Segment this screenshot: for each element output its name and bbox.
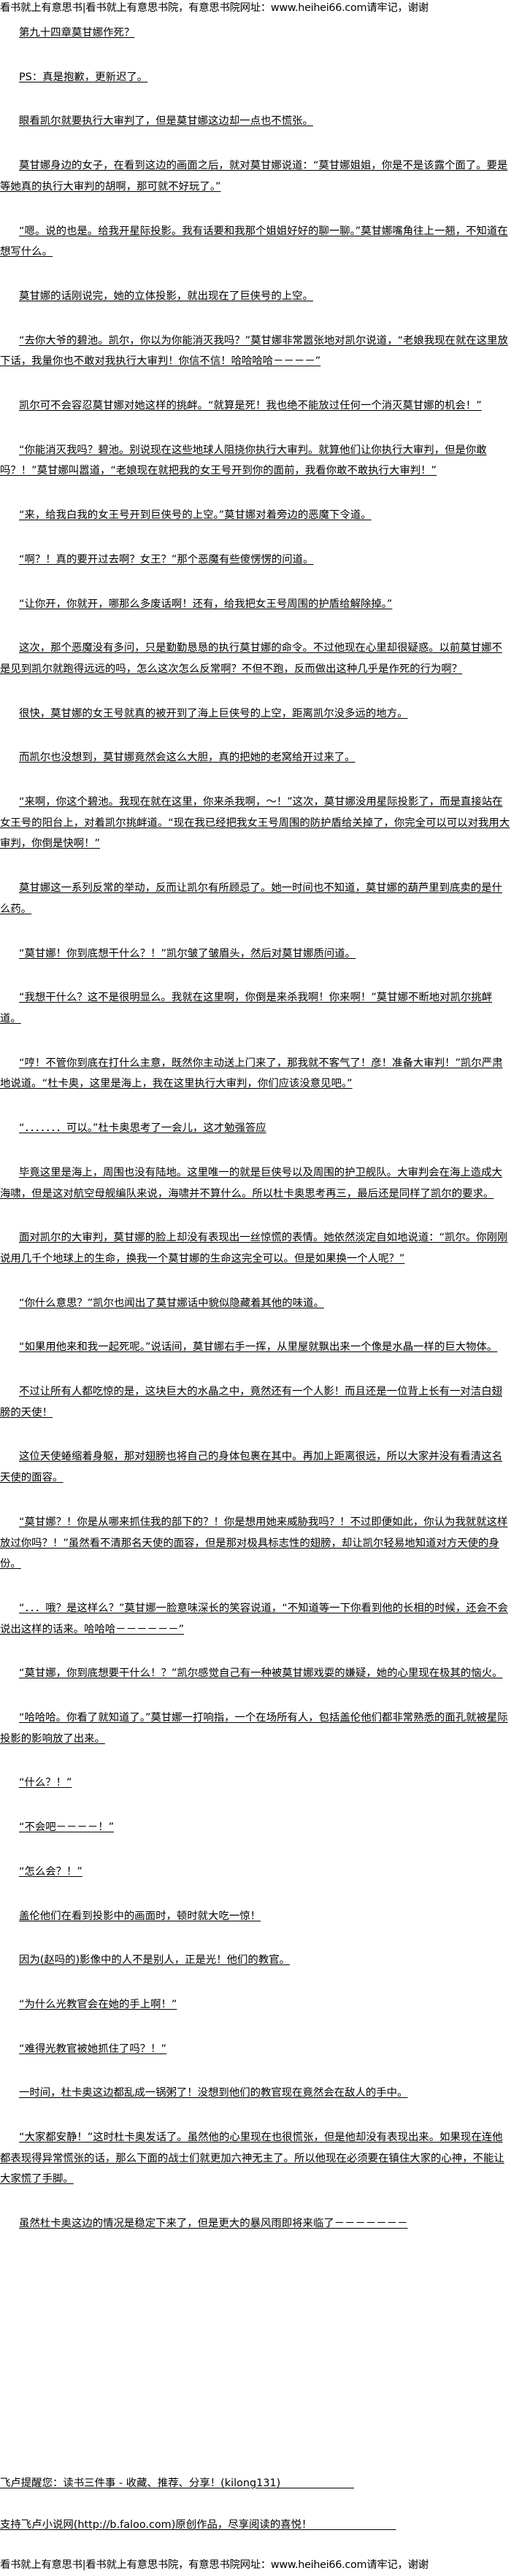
paragraph-text: 这次，那个恶魔没有多问，只是勤勤恳恳的执行莫甘娜的命令。不过他现在心里却很疑惑。…: [0, 642, 502, 675]
paragraph-text: 很快，莫甘娜的女王号就真的被开到了海上巨侠号的上空，距离凯尔没多远的地方。: [19, 707, 408, 720]
paragraph-text: “你什么意思？”凯尔也闻出了莫甘娜话中貌似隐藏着其他的味道。: [19, 1297, 324, 1309]
story-paragraph: “你什么意思？”凯尔也闻出了莫甘娜话中貌似隐藏着其他的味道。: [0, 1293, 511, 1314]
paragraph-list: PS：真是抱歉，更新迟了。眼看凯尔就要执行大审判了，但是莫甘娜这边却一点也不慌张…: [0, 67, 511, 2234]
paragraph-text: “让你开，你就开，哪那么多废话啊！还有，给我把女王号周围的护盾给解除掉。”: [19, 598, 393, 610]
paragraph-text: “如果用他来和我一起死呢。”说话间，莫甘娜右手一挥，从里屋就飘出来一个像是水晶一…: [19, 1341, 498, 1354]
story-paragraph: 而凯尔也没想到，莫甘娜竟然会这么大胆，真的把她的老窝给开过来了。: [0, 747, 511, 768]
story-paragraph: 因为(赵吗的)影像中的人不是别人，正是光！他们的教官。: [0, 1950, 511, 1971]
chapter-title-text: 第九十四章莫甘娜作死？: [19, 27, 135, 39]
paragraph-text: 凯尔可不会容忍莫甘娜对她这样的挑衅。“就算是死！我也绝不能放过任何一个消灭莫甘娜…: [19, 400, 482, 412]
story-paragraph: “哼！不管你到底在打什么主意，既然你主动送上门来了，那我就不客气了！彦！准备大审…: [0, 1053, 511, 1095]
story-paragraph: 毕竟这里是海上，周围也没有陆地。这里唯一的就是巨侠号以及周围的护卫舰队。大审判会…: [0, 1162, 511, 1204]
story-paragraph: 虽然杜卡奥这边的情况是稳定下来了，但是更大的暴风雨即将来临了－－－－－－－: [0, 2213, 511, 2234]
paragraph-text: “．．．．．．．可以。”杜卡奥思考了一会儿，这才勉强答应: [19, 1122, 266, 1135]
paragraph-text: “来啊，你这个碧池。我现在就在这里，你来杀我啊，～！”这次，莫甘娜没用星际投影了…: [0, 796, 510, 850]
chapter-footer: 飞卢提醒您：读书三件事 - 收藏、推荐、分享！(kilong131) 支持飞卢小…: [0, 2473, 511, 2556]
site-banner-top: 看书就上有意思书|看书就上有意思书院，有意思书院网址：www.heihei66.…: [0, 2, 429, 14]
reading-reminder: 飞卢提醒您：读书三件事 - 收藏、推荐、分享！(kilong131): [0, 2473, 511, 2494]
paragraph-text: “哼！不管你到底在打什么主意，既然你主动送上门来了，那我就不客气了！彦！准备大审…: [0, 1057, 503, 1090]
story-paragraph: “如果用他来和我一起死呢。”说话间，莫甘娜右手一挥，从里屋就飘出来一个像是水晶一…: [0, 1337, 511, 1358]
story-paragraph: 不过让所有人都吃惊的是，这块巨大的水晶之中，竟然还有一个人影！而且还是一位背上长…: [0, 1381, 511, 1423]
story-paragraph: “去你大爷的碧池。凯尔，你以为你能消灭我吗？”莫甘娜非常嚣张地对凯尔说道，“老娘…: [0, 331, 511, 372]
story-paragraph: “来，给我白我的女王号开到巨侠号的上空。”莫甘娜对着旁边的恶魔下令道。: [0, 505, 511, 526]
paragraph-text: 而凯尔也没想到，莫甘娜竟然会这么大胆，真的把她的老窝给开过来了。: [19, 752, 356, 764]
story-paragraph: 一时间，杜卡奥这边都乱成一锅粥了！没想到他们的教官现在竟然会在敌人的手中。: [0, 2083, 511, 2104]
paragraph-text: 眼看凯尔就要执行大审判了，但是莫甘娜这边却一点也不慌张。: [19, 115, 313, 128]
story-paragraph: “莫甘娜！你到底想干什么？！”凯尔皱了皱眉头，然后对莫甘娜质问道。: [0, 944, 511, 965]
paragraph-text: “为什么光教官会在她的手上啊！”: [19, 1998, 177, 2010]
paragraph-text: “去你大爷的碧池。凯尔，你以为你能消灭我吗？”莫甘娜非常嚣张地对凯尔说道，“老娘…: [0, 334, 508, 368]
story-paragraph: “来啊，你这个碧池。我现在就在这里，你来杀我啊，～！”这次，莫甘娜没用星际投影了…: [0, 792, 511, 855]
paragraph-text: “你能消灭我吗？碧池。别说现在这些地球人阻挠你执行大审判。就算他们让你执行大审判…: [0, 444, 487, 477]
paragraph-text: “怎么会？！”: [19, 1865, 82, 1878]
paragraph-text: “啊？！真的要开过去啊？女王？”那个恶魔有些傻愣愣的问道。: [19, 553, 314, 566]
paragraph-text: “莫甘娜！你到底想干什么？！”凯尔皱了皱眉头，然后对莫甘娜质问道。: [19, 947, 356, 960]
story-paragraph: “．．．．．．．可以。”杜卡奥思考了一会儿，这才勉强答应: [0, 1118, 511, 1139]
paragraph-text: 莫甘娜的话刚说完，她的立体投影，就出现在了巨侠号的上空。: [19, 290, 313, 302]
paragraph-text: “．．．哦？是这样么？”莫甘娜一脸意味深长的笑容说道，“不知道等一下你看到他的长…: [0, 1602, 508, 1635]
paragraph-text: “我想干什么？这不是很明显么。我就在这里啊，你倒是来杀我啊！你来啊！”莫甘娜不断…: [0, 992, 493, 1025]
story-paragraph: “让你开，你就开，哪那么多废话啊！还有，给我把女王号周围的护盾给解除掉。”: [0, 594, 511, 615]
story-paragraph: “哈哈哈。你看了就知道了。”莫甘娜一打响指，一个在场所有人，包括盖伦他们都非常熟…: [0, 1708, 511, 1749]
story-paragraph: “什么？！”: [0, 1773, 511, 1794]
paragraph-text: “不会吧－－－－！”: [19, 1821, 115, 1834]
story-paragraph: “怎么会？！”: [0, 1862, 511, 1883]
paragraph-text: 盖伦他们在看到投影中的画面时，顿时就大吃一惊！: [19, 1910, 261, 1922]
paragraph-text: “嗯。说的也是。给我开星际投影。我有话要和我那个姐姐好好的聊一聊。”莫甘娜嘴角往…: [0, 225, 508, 258]
chapter-article: 第九十四章莫甘娜作死？ PS：真是抱歉，更新迟了。眼看凯尔就要执行大审判了，但是…: [0, 23, 511, 2258]
paragraph-text: “哈哈哈。你看了就知道了。”莫甘娜一打响指，一个在场所有人，包括盖伦他们都非常熟…: [0, 1712, 508, 1745]
paragraph-text: “来，给我白我的女王号开到巨侠号的上空。”莫甘娜对着旁边的恶魔下令道。: [19, 509, 372, 522]
story-paragraph: 很快，莫甘娜的女王号就真的被开到了海上巨侠号的上空，距离凯尔没多远的地方。: [0, 703, 511, 725]
story-paragraph: 莫甘娜身边的女子，在看到这边的画面之后，就对莫甘娜说道：“莫甘娜姐姐，你是不是该…: [0, 155, 511, 197]
paragraph-text: 虽然杜卡奥这边的情况是稳定下来了，但是更大的暴风雨即将来临了－－－－－－－: [19, 2218, 408, 2230]
paragraph-text: 莫甘娜这一系列反常的举动，反而让凯尔有所顾忌了。她一时间也不知道，莫甘娜的葫芦里…: [0, 882, 502, 915]
paragraph-text: 面对凯尔的大审判，莫甘娜的脸上却没有表现出一丝惊慌的表情。她依然淡定自如地说道：…: [0, 1232, 508, 1265]
story-paragraph: 眼看凯尔就要执行大审判了，但是莫甘娜这边却一点也不慌张。: [0, 111, 511, 132]
site-banner-bottom: 看书就上有意思书|看书就上有意思书院，有意思书院网址：www.heihei66.…: [0, 2559, 429, 2571]
paragraph-text: 因为(赵吗的)影像中的人不是别人，正是光！他们的教官。: [19, 1954, 290, 1967]
story-paragraph: “难得光教官被她抓住了吗？！”: [0, 2039, 511, 2060]
story-paragraph: 莫甘娜这一系列反常的举动，反而让凯尔有所顾忌了。她一时间也不知道，莫甘娜的葫芦里…: [0, 878, 511, 919]
paragraph-text: 一时间，杜卡奥这边都乱成一锅粥了！没想到他们的教官现在竟然会在敌人的手中。: [19, 2087, 408, 2099]
story-paragraph: “我想干什么？这不是很明显么。我就在这里啊，你倒是来杀我啊！你来啊！”莫甘娜不断…: [0, 987, 511, 1029]
story-paragraph: 面对凯尔的大审判，莫甘娜的脸上却没有表现出一丝惊慌的表情。她依然淡定自如地说道：…: [0, 1227, 511, 1269]
paragraph-text: 毕竟这里是海上，周围也没有陆地。这里唯一的就是巨侠号以及周围的护卫舰队。大审判会…: [0, 1166, 502, 1200]
story-paragraph: “莫甘娜，你到底想要干什么！？”凯尔感觉自己有一种被莫甘娜戏耍的嫌疑，她的心里现…: [0, 1663, 511, 1684]
story-paragraph: “你能消灭我吗？碧池。别说现在这些地球人阻挠你执行大审判。就算他们让你执行大审判…: [0, 440, 511, 482]
story-paragraph: “不会吧－－－－！”: [0, 1817, 511, 1838]
story-paragraph: “大家都安静！”这时杜卡奥发话了。虽然他的心里现在也很慌张，但是他却没有表现出来…: [0, 2127, 511, 2190]
faloo-support-link[interactable]: 支持飞卢小说网(http://b.faloo.com)原创作品，尽享阅读的喜悦！: [0, 2515, 511, 2536]
paragraph-text: PS：真是抱歉，更新迟了。: [19, 71, 148, 83]
paragraph-text: “莫甘娜，你到底想要干什么！？”凯尔感觉自己有一种被莫甘娜戏耍的嫌疑，她的心里现…: [19, 1667, 503, 1680]
chapter-title: 第九十四章莫甘娜作死？: [0, 23, 511, 44]
story-paragraph: 这次，那个恶魔没有多问，只是勤勤恳恳的执行莫甘娜的命令。不过他现在心里却很疑惑。…: [0, 638, 511, 679]
story-paragraph: “莫甘娜？！你是从哪来抓住我的部下的？！你是想用她来威胁我吗？！不过即便如此，你…: [0, 1512, 511, 1575]
story-paragraph: PS：真是抱歉，更新迟了。: [0, 67, 511, 88]
story-paragraph: “啊？！真的要开过去啊？女王？”那个恶魔有些傻愣愣的问道。: [0, 549, 511, 571]
story-paragraph: “嗯。说的也是。给我开星际投影。我有话要和我那个姐姐好好的聊一聊。”莫甘娜嘴角往…: [0, 221, 511, 263]
paragraph-text: “莫甘娜？！你是从哪来抓住我的部下的？！你是想用她来威胁我吗？！不过即便如此，你…: [0, 1516, 508, 1570]
story-paragraph: 莫甘娜的话刚说完，她的立体投影，就出现在了巨侠号的上空。: [0, 286, 511, 307]
story-paragraph: “．．．哦？是这样么？”莫甘娜一脸意味深长的笑容说道，“不知道等一下你看到他的长…: [0, 1598, 511, 1640]
story-paragraph: 这位天使蜷缩着身躯，那对翅膀也将自己的身体包裹在其中。再加上距离很远，所以大家并…: [0, 1446, 511, 1488]
paragraph-text: “什么？！”: [19, 1777, 72, 1789]
story-paragraph: 凯尔可不会容忍莫甘娜对她这样的挑衅。“就算是死！我也绝不能放过任何一个消灭莫甘娜…: [0, 396, 511, 417]
paragraph-text: “难得光教官被她抓住了吗？！”: [19, 2043, 166, 2055]
paragraph-text: 莫甘娜身边的女子，在看到这边的画面之后，就对莫甘娜说道：“莫甘娜姐姐，你是不是该…: [0, 160, 508, 193]
paragraph-text: 不过让所有人都吃惊的是，这块巨大的水晶之中，竟然还有一个人影！而且还是一位背上长…: [0, 1386, 502, 1419]
reading-reminder-text: 飞卢提醒您：读书三件事 - 收藏、推荐、分享！(kilong131): [0, 2477, 354, 2489]
faloo-support-text[interactable]: 支持飞卢小说网(http://b.faloo.com)原创作品，尽享阅读的喜悦！: [0, 2518, 396, 2531]
story-paragraph: 盖伦他们在看到投影中的画面时，顿时就大吃一惊！: [0, 1906, 511, 1927]
story-paragraph: “为什么光教官会在她的手上啊！”: [0, 1994, 511, 2016]
paragraph-text: 这位天使蜷缩着身躯，那对翅膀也将自己的身体包裹在其中。再加上距离很远，所以大家并…: [0, 1451, 502, 1484]
paragraph-text: “大家都安静！”这时杜卡奥发话了。虽然他的心里现在也很慌张，但是他却没有表现出来…: [0, 2132, 504, 2186]
